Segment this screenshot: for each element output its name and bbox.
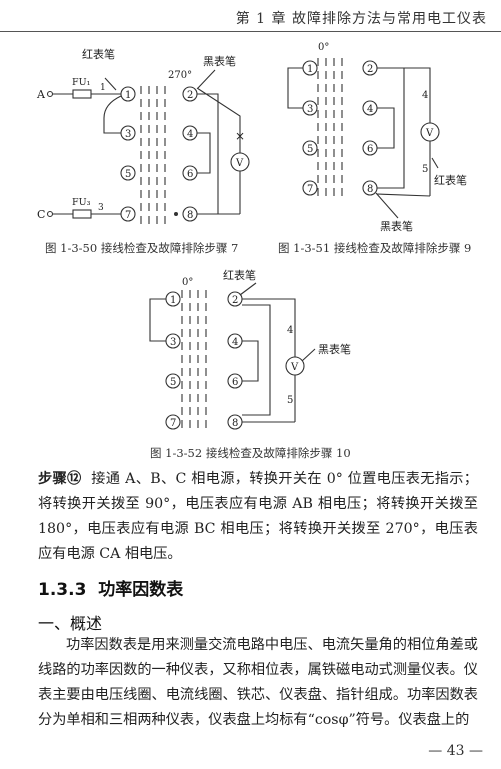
fig50-cross: ×: [235, 129, 245, 143]
page-number: — 43 —: [428, 743, 483, 759]
fig50-red-probe: 红表笔: [82, 47, 115, 61]
figure-1-3-50-caption: 图 1-3-50 接线检查及故障排除步骤 7: [45, 241, 239, 255]
body-paragraph: 功率因数表是用来测量交流电路中电压、电流矢量角的相位角差或线路的功率因数的一种仪…: [38, 637, 478, 728]
fig52-red-probe: 红表笔: [223, 268, 256, 282]
page-header: 第 1 章 故障排除方法与常用电工仪表: [0, 0, 501, 36]
step-paragraph: 步骤⑫ 接通 A、B、C 相电源，转换开关在 0° 位置电压表无指示；将转换开关…: [38, 467, 478, 567]
chapter-title: 第 1 章 故障排除方法与常用电工仪表: [235, 11, 487, 27]
fig52-terminal-2: 2: [232, 295, 238, 306]
fig50-terminal-4: 4: [187, 129, 193, 140]
fig50-fuse3: FU₃: [72, 197, 91, 208]
fig51-terminal-8: 8: [367, 184, 373, 195]
step-badge: ⑫: [67, 471, 82, 487]
fig51-wire-4: 4: [422, 90, 428, 101]
section-title: 功率因数表: [98, 580, 184, 600]
fig50-meter: V: [235, 158, 244, 169]
fig51-terminal-1: 1: [307, 64, 313, 75]
fig51-meter: V: [425, 128, 434, 139]
fig52-terminal-8: 8: [232, 418, 238, 429]
step-text: 接通 A、B、C 相电源，转换开关在 0° 位置电压表无指示；将转换开关拨至 9…: [38, 471, 478, 562]
fig52-terminal-4: 4: [232, 337, 238, 348]
fig50-terminal-5: 5: [125, 169, 131, 180]
step-label: 步骤: [38, 471, 68, 487]
fig51-red-probe: 红表笔: [434, 173, 467, 187]
fig52-terminal-7: 7: [170, 418, 176, 429]
fig51-terminal-3: 3: [307, 104, 313, 115]
fig52-terminal-3: 3: [170, 337, 176, 348]
fig50-terminal-2: 2: [187, 90, 193, 101]
figure-1-3-52: 0° 红表笔 黑表笔 4 5 V 1 3 5 7 2 4 6 8: [149, 268, 351, 430]
fig52-angle: 0°: [182, 277, 193, 288]
fig52-terminal-6: 6: [232, 377, 238, 388]
header-rule: [0, 31, 501, 32]
fig50-terminal-7: 7: [125, 210, 131, 221]
fig51-terminal-2: 2: [367, 64, 373, 75]
fig51-angle: 0°: [318, 42, 329, 53]
figure-1-3-50: 红表笔 黑表笔 270° A C FU₁ FU₃ 1 3 × V 1 3 5 7…: [36, 47, 250, 226]
subsection-heading: 一、概述: [38, 614, 103, 633]
figure-1-3-51-caption: 图 1-3-51 接线检查及故障排除步骤 9: [278, 241, 472, 255]
fig52-black-probe: 黑表笔: [318, 342, 351, 356]
fig50-wire-3: 3: [98, 203, 104, 213]
fig50-fuse1: FU₁: [72, 77, 91, 88]
fig52-terminal-1: 1: [170, 295, 176, 306]
fig50-line-c: C: [37, 208, 45, 221]
fig50-angle: 270°: [168, 70, 192, 81]
fig50-terminal-6: 6: [187, 169, 193, 180]
figure-1-3-52-caption: 图 1-3-52 接线检查及故障排除步骤 10: [150, 446, 351, 460]
fig50-terminal-8: 8: [187, 210, 193, 221]
fig52-wire-5: 5: [287, 395, 293, 406]
fig52-terminal-5: 5: [170, 377, 176, 388]
fig52-wire-4: 4: [287, 325, 293, 336]
fig50-line-a: A: [36, 88, 46, 101]
fig51-black-probe: 黑表笔: [380, 219, 413, 233]
fig50-terminal-1: 1: [125, 90, 131, 101]
fig51-wire-5: 5: [422, 164, 428, 175]
fig51-terminal-4: 4: [367, 104, 373, 115]
fig50-wire-1: 1: [100, 83, 106, 93]
section-number: 1.3.3: [38, 580, 87, 600]
figure-1-3-51: 0° 4 5 V 红表笔 黑表笔 1 3 5 7 2 4 6 8: [287, 42, 467, 233]
fig50-terminal-3: 3: [125, 129, 131, 140]
fig51-terminal-5: 5: [307, 144, 313, 155]
fig51-terminal-7: 7: [307, 184, 313, 195]
fig52-meter: V: [290, 362, 299, 373]
section-heading: 1.3.3 功率因数表: [38, 575, 183, 600]
fig50-black-probe: 黑表笔: [203, 54, 236, 68]
fig51-terminal-6: 6: [367, 144, 373, 155]
